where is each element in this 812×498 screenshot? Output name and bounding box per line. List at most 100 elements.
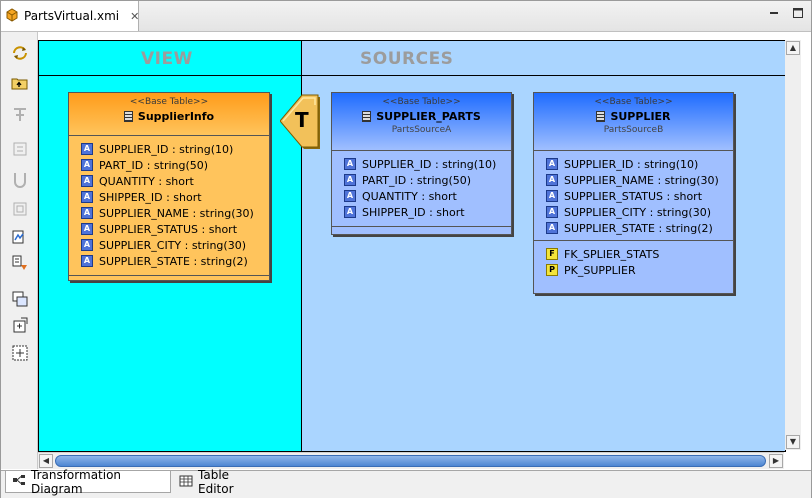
transformation-diagram-canvas[interactable]: VIEW SOURCES <<Base Table>> SupplierInfo…	[38, 40, 786, 452]
attribute-icon: A	[81, 207, 93, 219]
key-row[interactable]: P PK_SUPPLIER	[546, 262, 733, 278]
diagram-palette	[1, 32, 38, 469]
attribute-icon: A	[344, 158, 356, 170]
attribute-icon: A	[546, 222, 558, 234]
table-divider	[332, 150, 511, 151]
key-label: FK_SPLIER_STATS	[564, 247, 660, 261]
key-label: PK_SUPPLIER	[564, 263, 636, 277]
tab-table-editor[interactable]: Table Editor	[173, 468, 267, 496]
column-row[interactable]: A PART_ID : string(50)	[344, 172, 511, 188]
column-label: SUPPLIER_STATUS : short	[99, 222, 238, 236]
table-icon	[596, 111, 606, 122]
column-label: QUANTITY : short	[362, 189, 457, 203]
vertical-scrollbar[interactable]: ▲ ▼	[785, 40, 801, 450]
primary-key-icon: P	[546, 264, 558, 276]
diagram-icon	[12, 474, 26, 489]
tab-transformation-diagram[interactable]: Transformation Diagram	[5, 467, 171, 496]
attribute-icon: A	[546, 190, 558, 202]
table-header: <<Base Table>> SUPPLIER_PARTS PartsSourc…	[332, 93, 511, 150]
attribute-tool-icon[interactable]	[11, 254, 29, 272]
key-row[interactable]: F FK_SPLIER_STATS	[546, 246, 733, 262]
refresh-tool-icon[interactable]	[11, 44, 29, 62]
table-icon	[123, 111, 133, 122]
scroll-left-icon[interactable]: ◀	[39, 454, 53, 468]
join-tool-icon	[11, 170, 29, 188]
attribute-icon: A	[81, 239, 93, 251]
scroll-right-icon[interactable]: ▶	[769, 454, 783, 468]
table-name: SUPPLIER	[610, 110, 671, 123]
attribute-icon: A	[81, 175, 93, 187]
editor-tab-label: PartsVirtual.xmi	[24, 9, 120, 23]
fit-to-window-tool-icon[interactable]	[11, 344, 29, 362]
view-title: VIEW	[141, 49, 193, 69]
column-label: SHIPPER_ID : short	[362, 205, 465, 219]
editor-tab-bar: PartsVirtual.xmi ✕	[1, 1, 811, 32]
horizontal-scroll-thumb[interactable]	[55, 455, 766, 467]
add-table-tool-icon[interactable]	[11, 316, 29, 334]
attribute-icon: A	[344, 190, 356, 202]
column-label: SUPPLIER_STATE : string(2)	[564, 221, 713, 235]
column-row[interactable]: A QUANTITY : short	[344, 188, 511, 204]
table-title: SupplierInfo	[69, 110, 269, 123]
sources-header-divider	[302, 75, 785, 76]
table-icon	[362, 111, 372, 122]
table-header: <<Base Table>> SupplierInfo	[69, 93, 269, 135]
table-editor-icon	[179, 475, 193, 490]
column-label: QUANTITY : short	[99, 174, 194, 188]
source-table-supplier-parts[interactable]: <<Base Table>> SUPPLIER_PARTS PartsSourc…	[331, 92, 512, 235]
table-divider	[534, 240, 733, 241]
column-row[interactable]: A SUPPLIER_CITY : string(30)	[546, 204, 733, 220]
mapping-tool-icon[interactable]	[11, 228, 29, 246]
attribute-icon: A	[81, 191, 93, 203]
column-row[interactable]: A QUANTITY : short	[81, 173, 269, 189]
table-divider	[332, 226, 511, 227]
attribute-icon: A	[546, 206, 558, 218]
minimize-icon[interactable]	[767, 7, 781, 21]
column-list: A SUPPLIER_ID : string(10) A PART_ID : stri…	[332, 151, 511, 224]
horizontal-scrollbar[interactable]: ◀ ▶	[38, 452, 784, 469]
model-file-icon	[5, 7, 19, 25]
attribute-icon: A	[344, 174, 356, 186]
scroll-up-icon[interactable]: ▲	[786, 41, 800, 55]
attribute-icon: A	[81, 255, 93, 267]
editor-tab-partsvirtual[interactable]: PartsVirtual.xmi ✕	[1, 1, 139, 31]
column-label: SUPPLIER_NAME : string(30)	[564, 173, 719, 187]
folder-up-tool-icon[interactable]	[11, 74, 29, 92]
maximize-icon[interactable]	[791, 7, 805, 21]
attribute-icon: A	[81, 159, 93, 171]
editor-page-tabs: Transformation Diagram Table Editor	[1, 467, 811, 498]
table-copy-tool-icon[interactable]	[11, 290, 29, 308]
tab-label: Transformation Diagram	[31, 467, 122, 496]
foreign-key-icon: F	[546, 248, 558, 260]
table-header: <<Base Table>> SUPPLIER PartsSourceB	[534, 93, 733, 150]
union-tool-icon	[11, 140, 29, 158]
table-stereotype: <<Base Table>>	[594, 97, 673, 107]
attribute-icon: A	[81, 143, 93, 155]
transformation-node[interactable]: T	[279, 93, 322, 153]
column-row[interactable]: A SUPPLIER_STATE : string(2)	[546, 220, 733, 236]
scroll-down-icon[interactable]: ▼	[786, 435, 800, 449]
column-row[interactable]: A SUPPLIER_ID : string(10)	[344, 156, 511, 172]
table-stereotype: <<Base Table>>	[382, 97, 461, 107]
close-tab-icon[interactable]: ✕	[130, 9, 140, 23]
column-label: SUPPLIER_ID : string(10)	[564, 157, 699, 171]
column-label: SUPPLIER_CITY : string(30)	[564, 205, 711, 219]
key-list: F FK_SPLIER_STATS P PK_SUPPLIER	[534, 241, 733, 282]
column-label: SUPPLIER_ID : string(10)	[362, 157, 497, 171]
column-label: PART_ID : string(50)	[362, 173, 472, 187]
input-set-tool-icon	[11, 200, 29, 218]
